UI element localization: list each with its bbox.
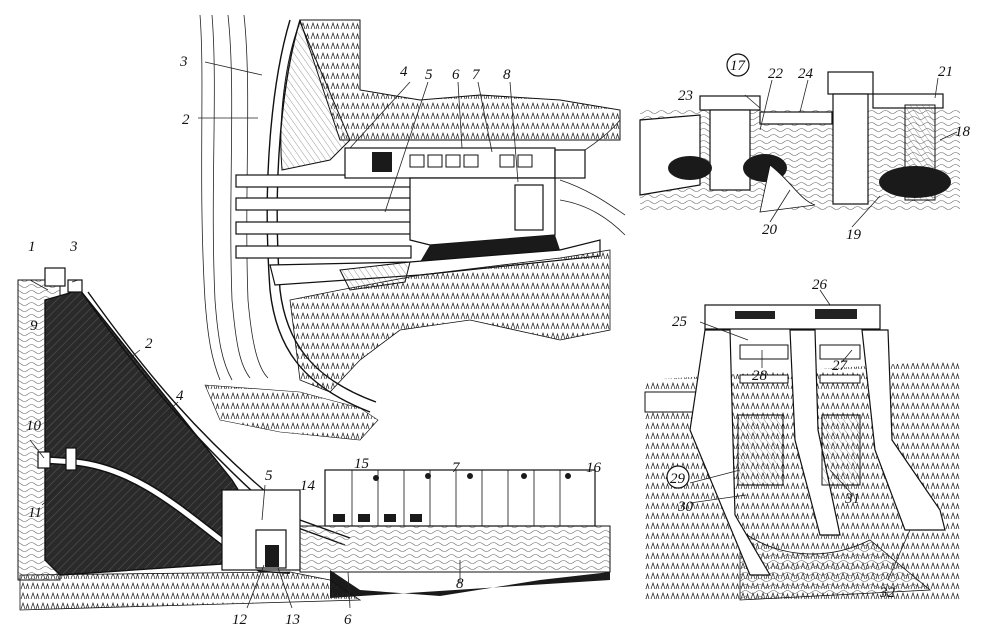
label-22: 22 — [768, 66, 784, 82]
label-5-plan: 5 — [425, 67, 433, 83]
label-6-section: 6 — [344, 612, 352, 628]
label-7-plan: 7 — [472, 67, 481, 83]
label-3-plan: 3 — [179, 54, 188, 70]
label-26: 26 — [812, 277, 828, 293]
spillway-bays-view — [644, 289, 960, 601]
label-30: 30 — [677, 499, 694, 515]
label-6-plan: 6 — [452, 67, 460, 83]
label-4-plan: 4 — [400, 64, 408, 80]
label-29: 29 — [670, 471, 686, 487]
label-24: 24 — [798, 66, 814, 82]
label-12: 12 — [232, 612, 248, 628]
label-8-plan: 8 — [503, 67, 511, 83]
label-13: 13 — [285, 612, 300, 628]
label-7-section: 7 — [452, 460, 461, 476]
label-1: 1 — [28, 239, 36, 255]
gate-detail-view — [639, 53, 960, 228]
label-10: 10 — [26, 418, 42, 434]
label-11: 11 — [28, 505, 42, 521]
label-23: 23 — [678, 88, 693, 104]
label-31: 31 — [844, 491, 860, 507]
label-17: 17 — [730, 58, 747, 74]
label-14: 14 — [300, 478, 316, 494]
plan-view — [198, 14, 626, 441]
label-5-section: 5 — [265, 468, 273, 484]
label-19: 19 — [846, 227, 862, 243]
label-28: 28 — [752, 368, 768, 384]
label-21: 21 — [938, 64, 953, 80]
label-8-section: 8 — [456, 576, 464, 592]
label-16: 16 — [586, 460, 602, 476]
label-25: 25 — [672, 314, 688, 330]
label-18: 18 — [955, 124, 971, 140]
label-32: 32 — [879, 585, 896, 601]
label-2-section: 2 — [145, 336, 153, 352]
label-2-plan: 2 — [182, 112, 190, 128]
label-15: 15 — [354, 456, 370, 472]
label-20: 20 — [762, 222, 778, 238]
label-4-section: 4 — [176, 388, 184, 404]
label-3-section: 3 — [69, 239, 78, 255]
part-number-labels: 3 2 4 5 6 7 8 1 3 9 2 4 10 11 5 12 13 6 … — [26, 54, 971, 628]
section-view — [17, 267, 611, 611]
label-27: 27 — [832, 358, 849, 374]
label-9: 9 — [30, 318, 38, 334]
